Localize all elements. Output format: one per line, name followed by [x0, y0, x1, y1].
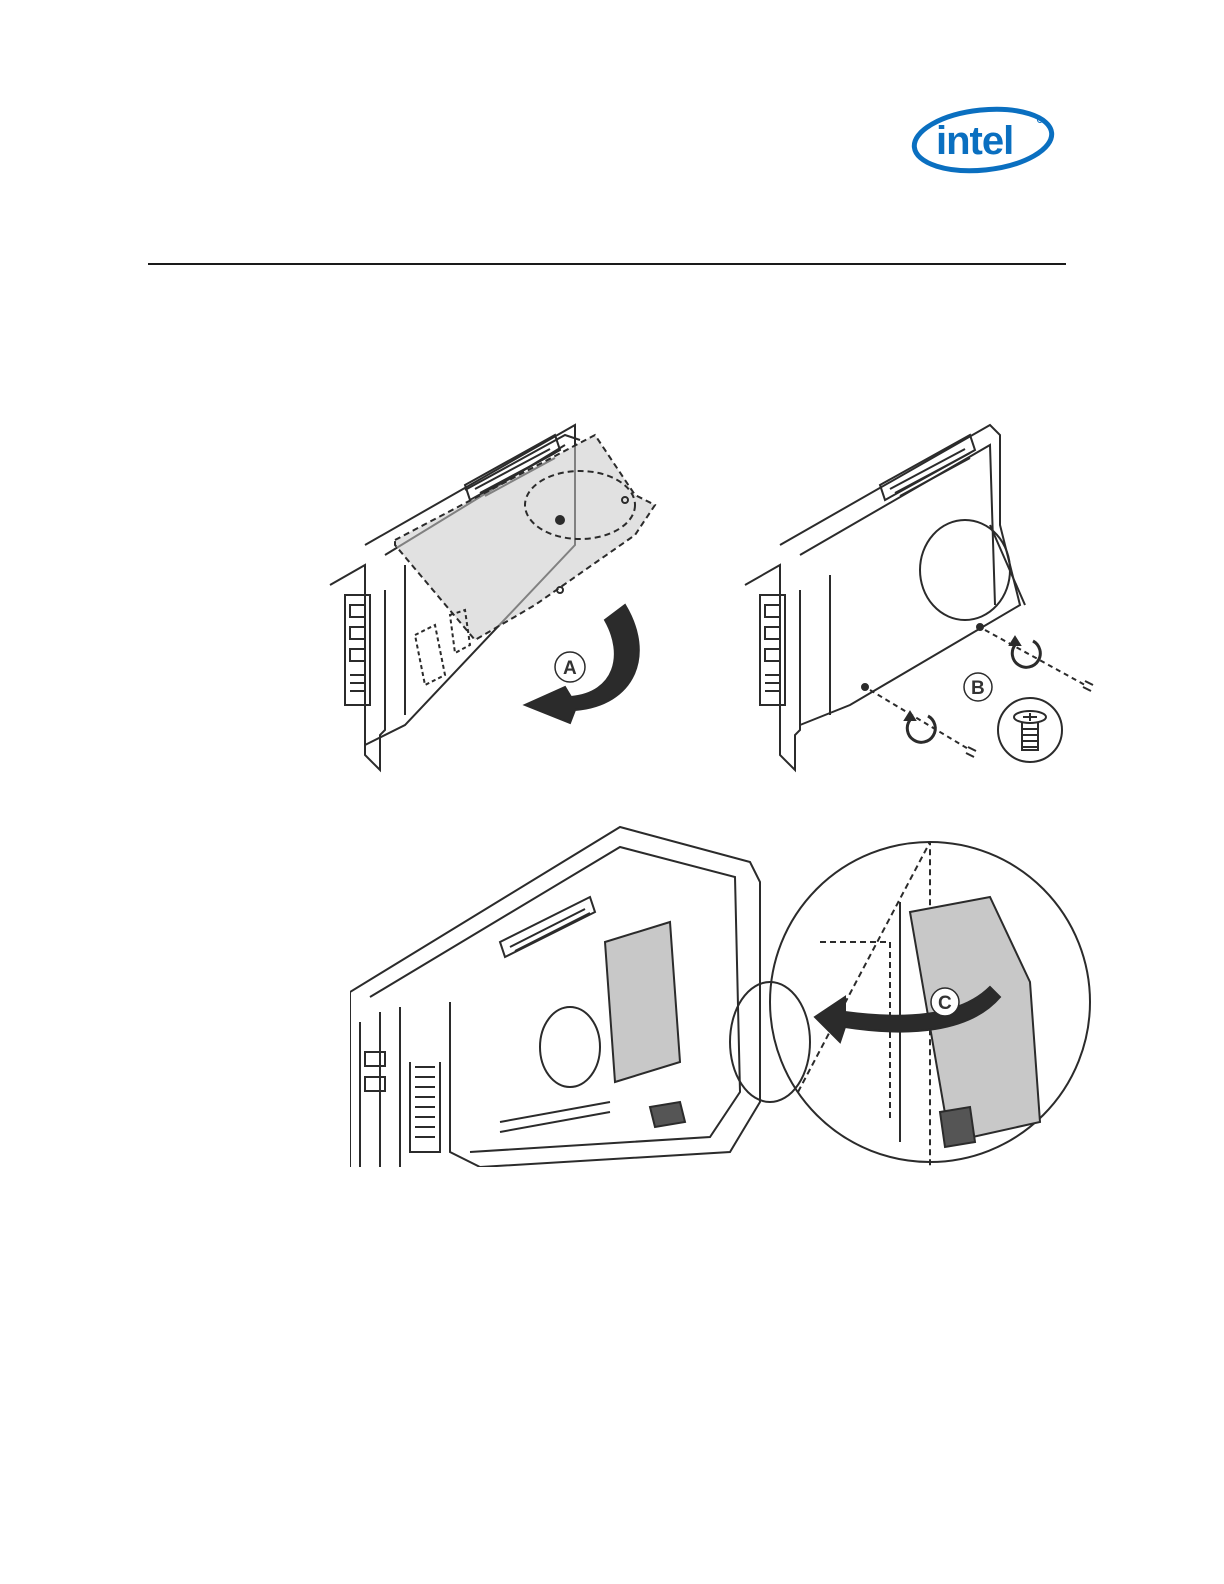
figure-shroud-removal: A — [325, 405, 665, 785]
header-rule — [148, 263, 1066, 265]
callout-b: B — [971, 678, 985, 699]
callout-a: A — [563, 658, 577, 679]
figure-card-installation: C — [350, 822, 1100, 1167]
figure-screw-installation: B — [740, 405, 1100, 785]
callout-c: C — [938, 993, 952, 1014]
intel-logo: intel — [908, 104, 1058, 174]
svg-text:intel: intel — [936, 119, 1013, 163]
